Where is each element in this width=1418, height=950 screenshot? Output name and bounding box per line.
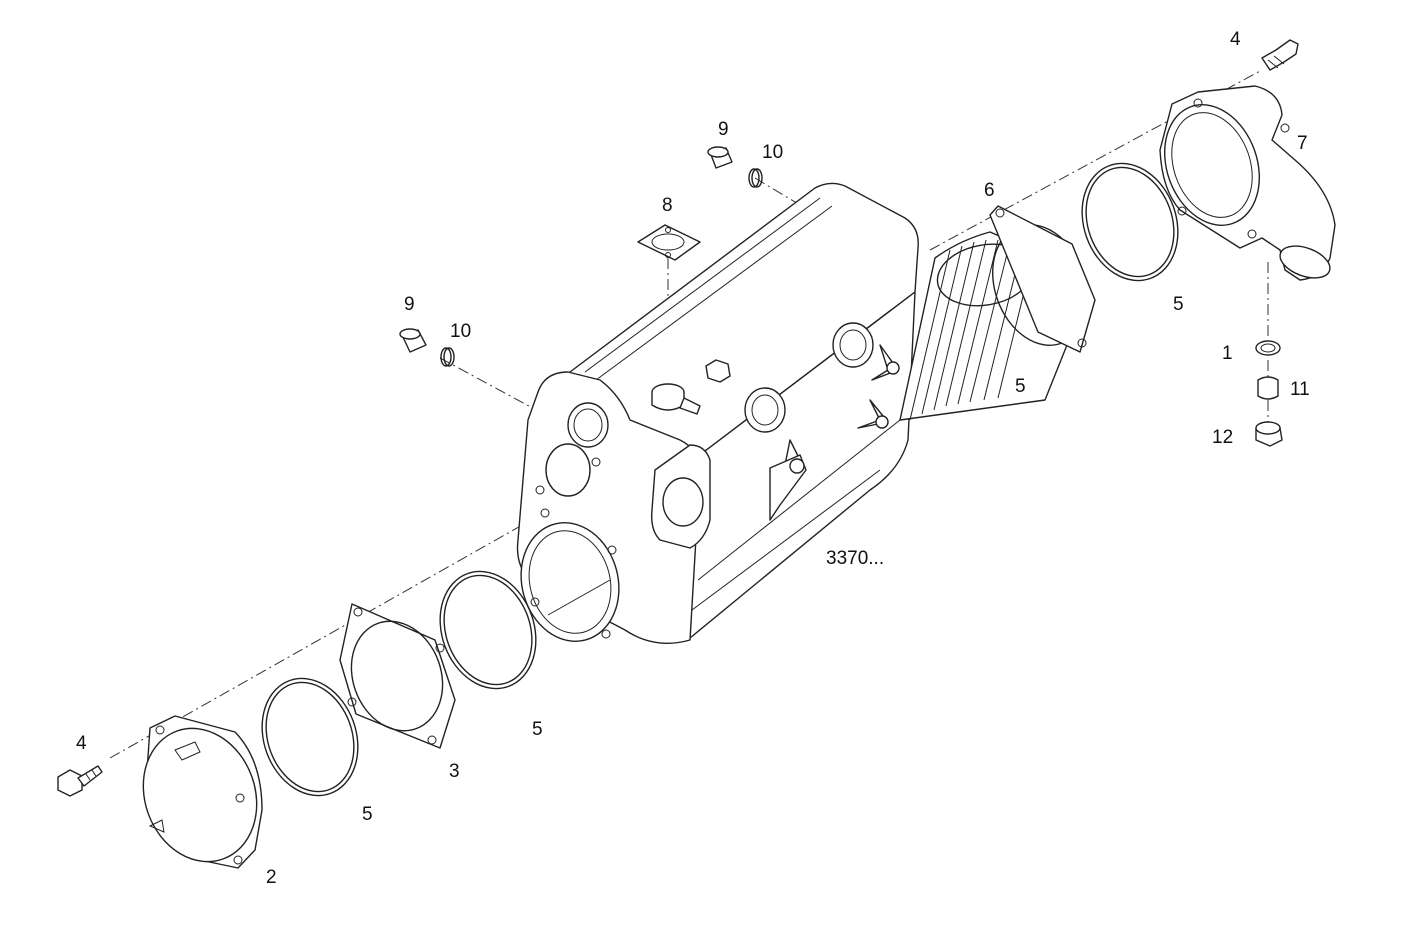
bolt-right-4	[1261, 39, 1299, 71]
callout-10-top: 10	[762, 142, 783, 163]
main-housing	[516, 182, 919, 645]
flange-plate-3	[339, 603, 456, 749]
cover-plate-8	[637, 224, 701, 261]
seal-ring-1	[1255, 340, 1281, 356]
washer-10-left	[440, 347, 455, 367]
insert-11	[1257, 376, 1279, 400]
callout-1: 1	[1222, 343, 1233, 364]
callout-4-top-right: 4	[1230, 29, 1241, 50]
end-cover-2	[142, 715, 263, 869]
plug-9-left	[399, 328, 427, 353]
callout-labels: 4 7 9 10 6 8 5 9 10 1 5 11 12 3370... 5 …	[76, 29, 1310, 888]
gasket-ring-5-lower-left	[261, 677, 359, 797]
washer-10-top	[748, 168, 763, 188]
gasket-ring-5-lower-right	[439, 570, 537, 690]
assembly-reference: 3370...	[826, 548, 884, 569]
gasket-ring-right	[1081, 162, 1179, 282]
callout-5-lower-left: 5	[362, 804, 373, 825]
callout-2: 2	[266, 867, 277, 888]
callout-11: 11	[1290, 379, 1310, 400]
callout-3: 3	[449, 761, 460, 782]
callout-9-left: 9	[404, 294, 415, 315]
callout-6: 6	[984, 180, 995, 201]
callout-10-left: 10	[450, 321, 471, 342]
callout-5-core: 5	[1015, 376, 1026, 397]
flange-plate-6	[989, 205, 1096, 353]
callout-5-lower-right: 5	[532, 719, 543, 740]
callout-12: 12	[1212, 427, 1233, 448]
plug-9-top	[707, 146, 733, 169]
bolt-left-4	[57, 765, 103, 797]
callout-7: 7	[1297, 133, 1308, 154]
plug-12	[1255, 421, 1283, 447]
callout-4-left: 4	[76, 733, 87, 754]
callout-8: 8	[662, 195, 673, 216]
outlet-elbow-7	[1159, 85, 1336, 281]
callout-9-top: 9	[718, 119, 729, 140]
callout-5-upper-right: 5	[1173, 294, 1184, 315]
